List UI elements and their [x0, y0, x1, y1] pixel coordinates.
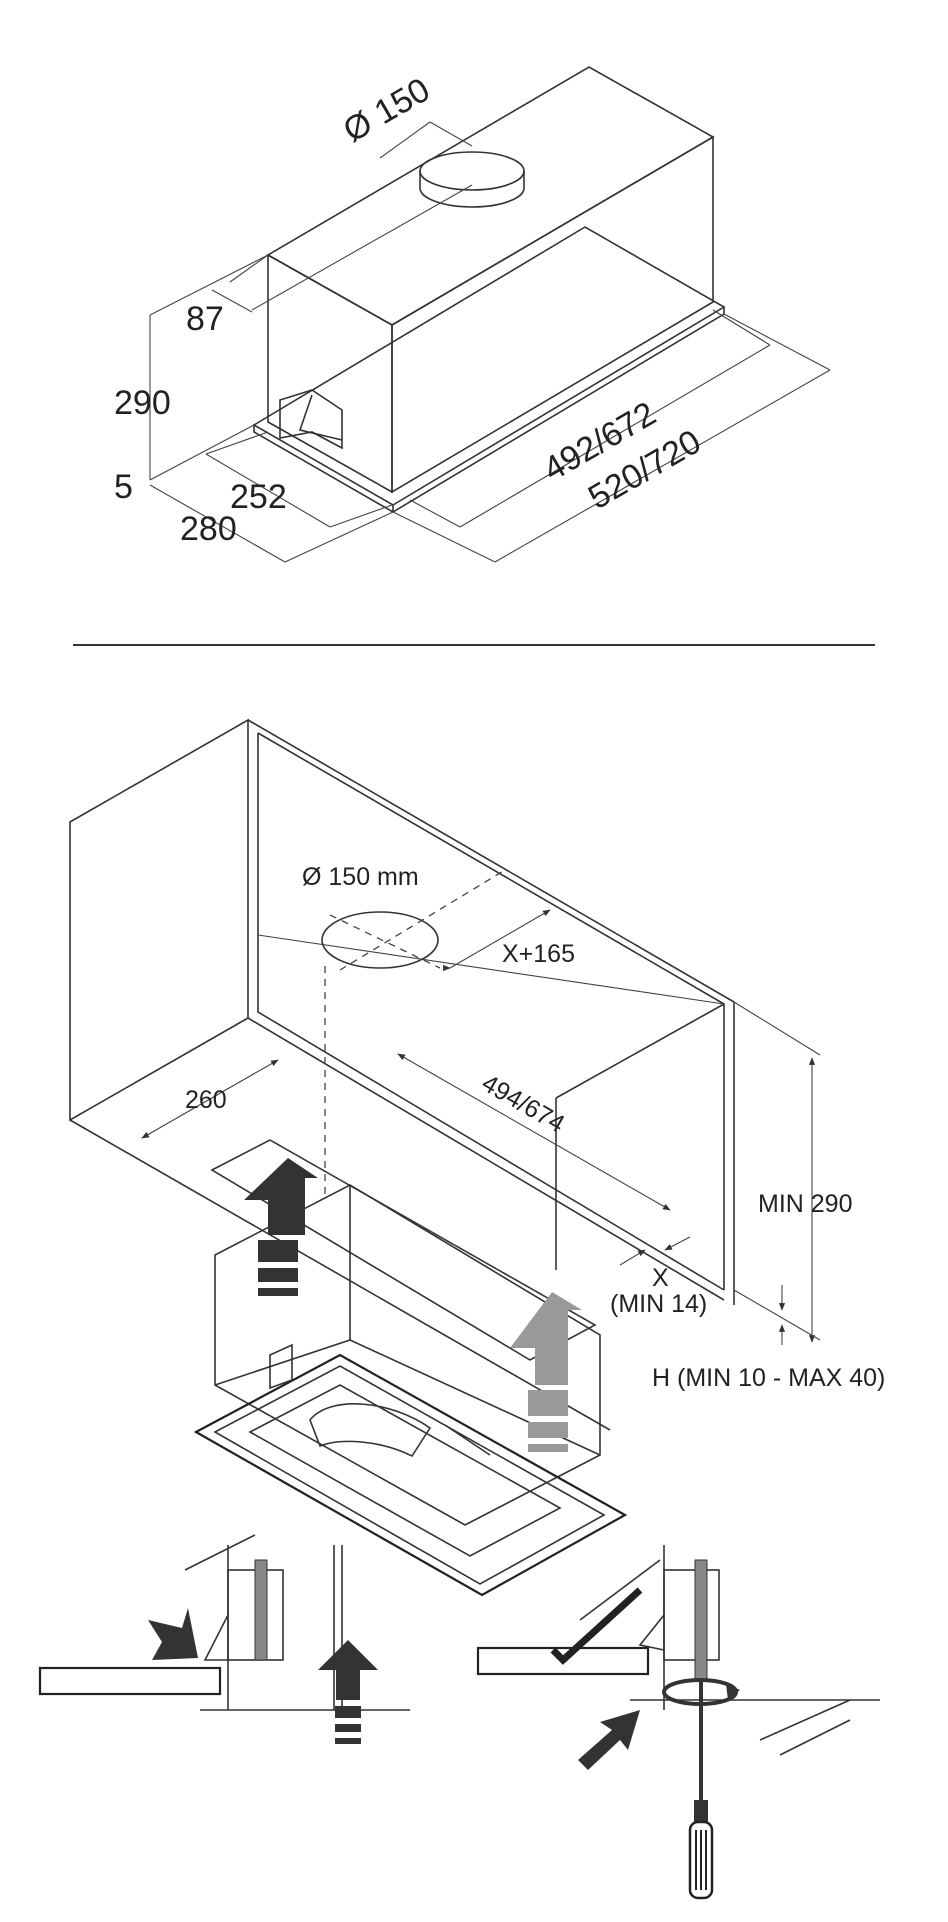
cutout-depth-label: 260: [185, 1086, 227, 1114]
x-min-label: (MIN 14): [610, 1290, 707, 1318]
hood-unit: [193, 1184, 628, 1597]
motor-housing: [309, 1403, 432, 1458]
offset-label: 87: [186, 300, 224, 338]
clamp-detail-left: [38, 1534, 410, 1744]
cabinet-left-wall: [69, 718, 249, 1122]
duct-collar: [419, 151, 525, 208]
base-thickness-label: 5: [114, 468, 133, 506]
screwdriver-icon: [688, 1680, 714, 1900]
h-range-label: H (MIN 10 - MAX 40): [652, 1364, 885, 1392]
clamp-detail-right: [476, 1545, 880, 1900]
lift-arrow-right: [510, 1292, 582, 1452]
lift-arrow-left: [244, 1158, 318, 1296]
x-label: X: [652, 1264, 669, 1292]
check-mark-icon: [550, 1587, 643, 1665]
duct-diameter-label: Ø 150: [337, 71, 436, 150]
dimension-figure: Ø 150 87 290 5 252 280 492/672 520/720: [114, 66, 831, 563]
installation-figure: Ø 150 mm X+165 260 494/674 MIN 290 X (MI…: [69, 718, 885, 1597]
hood-front: [391, 135, 714, 494]
damper-flap: [279, 389, 343, 450]
push-arrow: [148, 1608, 198, 1660]
cabinet-board: [476, 1646, 650, 1676]
cabinet-duct-hole: [321, 911, 439, 969]
cabinet-board: [38, 1666, 222, 1696]
height-label: 290: [114, 384, 171, 422]
cabinet-duct-diameter-label: Ø 150 mm: [302, 863, 419, 891]
outer-depth-label: 280: [180, 510, 237, 548]
lift-arrow-small: [318, 1640, 378, 1744]
hood-top: [266, 66, 715, 326]
duct-offset-label: X+165: [502, 940, 575, 968]
min-height-label: MIN 290: [758, 1190, 852, 1218]
inner-depth-label: 252: [230, 478, 287, 516]
push-arrow: [578, 1710, 640, 1770]
